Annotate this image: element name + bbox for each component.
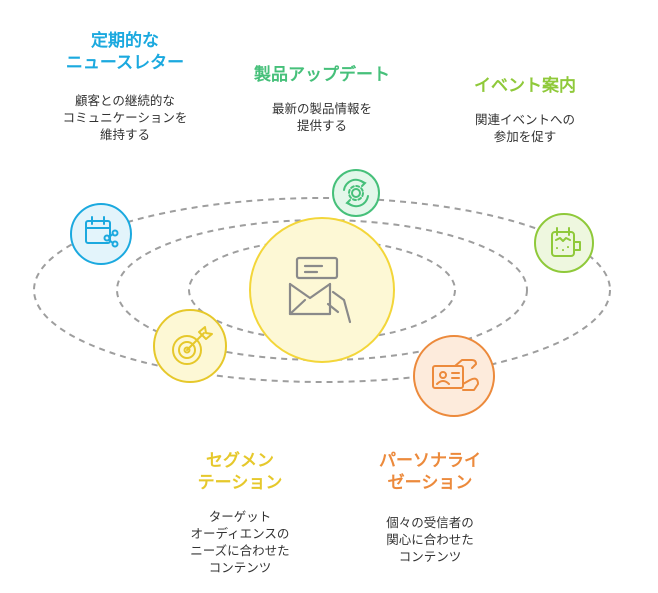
segmentation-description: ターゲット オーディエンスの ニーズに合わせた コンテンツ xyxy=(190,509,290,575)
newsletter-description: 顧客との継続的な コミュニケーションを 維持する xyxy=(62,93,188,142)
event-calendar-icon xyxy=(551,227,581,257)
personalization-title: パーソナライ ゼーション xyxy=(379,451,481,493)
segmentation-node xyxy=(153,309,227,383)
outer-orbit xyxy=(33,197,611,383)
event-description: 関連イベントへの 参加を促す xyxy=(474,112,575,144)
calendar-share-icon xyxy=(85,216,119,248)
personalization-node xyxy=(413,335,495,417)
newsletter-title: 定期的な ニュースレター xyxy=(65,31,185,73)
segmentation-title: セグメン テーション xyxy=(197,451,283,493)
target-arrow-icon xyxy=(172,326,213,365)
newsletter-node xyxy=(70,203,132,265)
event-title: イベント案内 xyxy=(474,76,576,96)
personalization-description: 個々の受信者の 関心に合わせた コンテンツ xyxy=(386,515,474,564)
center-node xyxy=(249,217,395,363)
event-node xyxy=(534,213,594,273)
id-card-hand-icon xyxy=(432,359,479,391)
product-update-node xyxy=(332,169,380,217)
product-update-description: 最新の製品情報を 提供する xyxy=(271,101,372,133)
gear-refresh-icon xyxy=(343,178,369,208)
envelope-hand-icon xyxy=(288,256,352,324)
product-update-title: 製品アップデート xyxy=(254,65,390,85)
